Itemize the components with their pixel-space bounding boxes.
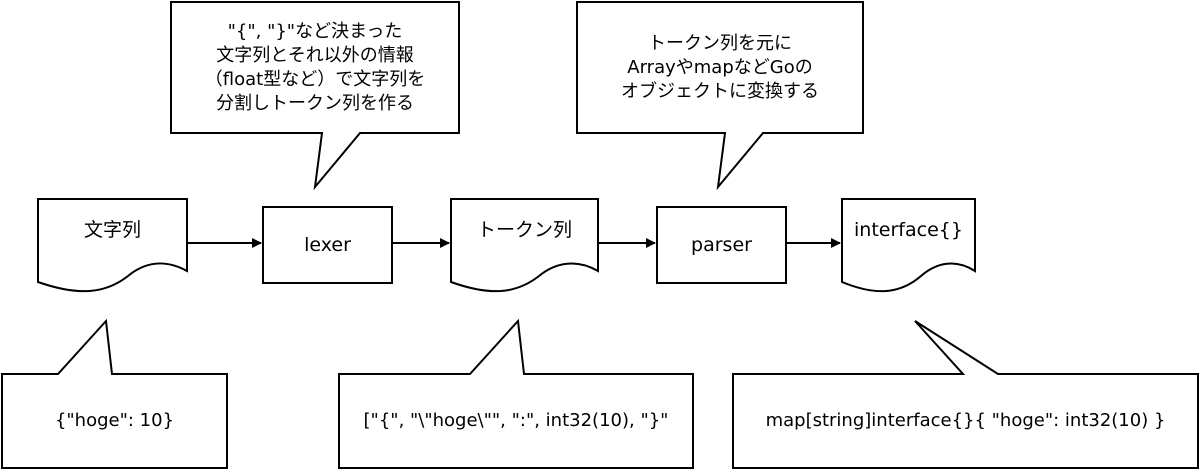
lexer-label: lexer	[304, 234, 351, 256]
lexer-callout-bubble	[170, 1, 460, 191]
output-document-shape	[841, 198, 976, 293]
input-example-text: {"hoge": 10}	[54, 410, 175, 431]
output-example-bubble	[732, 320, 1199, 469]
tokens-example-bubble	[338, 318, 694, 469]
output-example-text: map[string]interface{}{ "hoge": int32(10…	[765, 410, 1166, 431]
lexer-callout-text: "{", "}"など決まった 文字列とそれ以外の情報 （float型など）で文字…	[204, 20, 426, 114]
lexer-process-box	[262, 206, 393, 284]
tokens-document-label: トークン列	[476, 219, 572, 241]
output-document-label: interface{}	[854, 219, 963, 241]
parser-label: parser	[691, 234, 752, 256]
input-document-label: 文字列	[83, 219, 141, 241]
input-document-shape	[37, 198, 188, 293]
input-example-bubble	[1, 318, 228, 469]
parser-callout-bubble	[576, 1, 864, 191]
parser-process-box	[656, 206, 787, 284]
tokens-document-shape	[450, 198, 599, 293]
tokens-example-text: ["{", "\"hoge\"", ":", int32(10), "}"	[363, 410, 669, 431]
parser-callout-text: トークン列を元に ArrayやmapなどGoの オブジェクトに変換する	[621, 32, 819, 102]
